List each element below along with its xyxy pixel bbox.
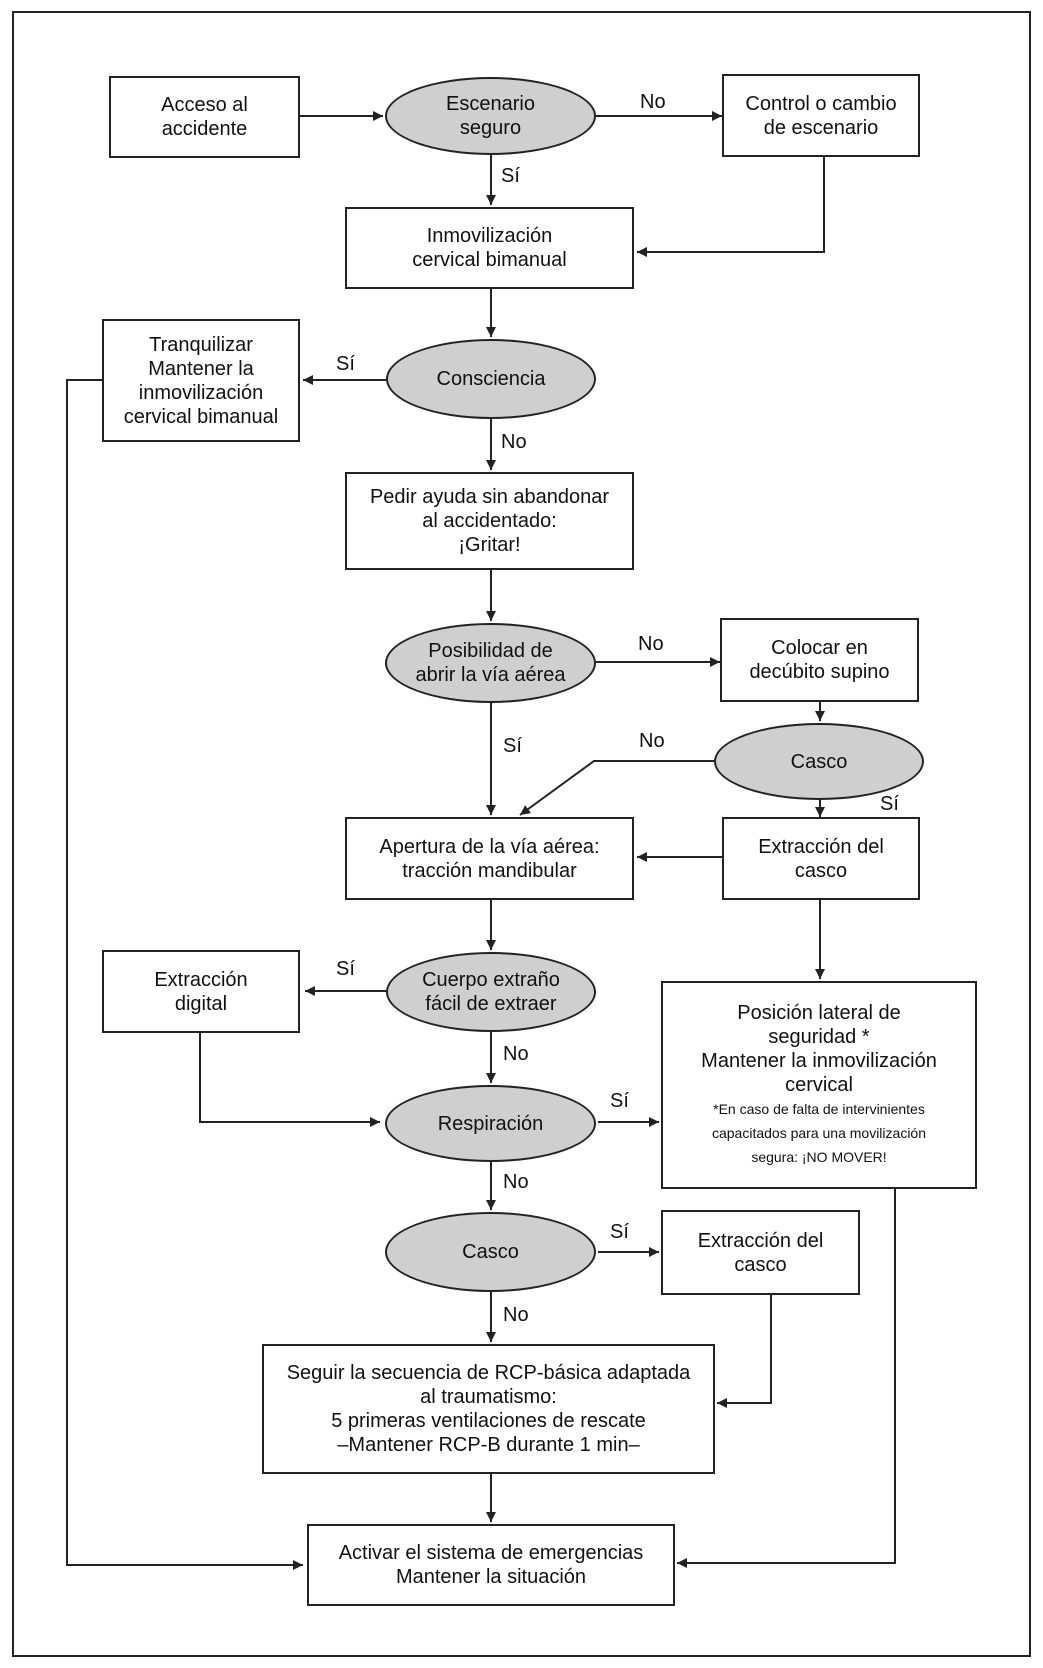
node-text-line: Pedir ayuda sin abandonar [369,486,610,508]
label-cuerpo-no: No [503,1043,529,1065]
node-seguir: Seguir la secuencia de RCP-básica adapta… [262,1344,715,1474]
arrow-digital-respiracion [199,1033,380,1127]
node-respiracion: Respiración [385,1085,596,1162]
label-casco2-no: No [503,1304,529,1326]
label-consciencia-si: Sí [336,353,355,375]
node-text-line: seguro [459,117,522,139]
node-text-line: Tranquilizar [149,333,253,356]
node-text-line: digital [174,992,228,1015]
node-note-line: capacitados para una movilización [711,1125,926,1141]
node-text-line: Colocar en [771,637,868,659]
label-escenario-si: Sí [501,165,520,187]
node-text-line: al traumatismo: [420,1386,557,1408]
label-escenario-no: No [640,91,666,113]
node-text-line: Inmovilización [426,225,553,247]
node-text-line: Consciencia [436,368,546,390]
node-text-line: inmovilización [138,381,264,404]
label-posibilidad-si: Sí [503,735,522,757]
node-text-line: Activar el sistema de emergencias [338,1542,644,1564]
node-text-line: Casco [462,1241,519,1263]
node-text-line: Extracción [154,968,248,991]
node-note-line: *En caso de falta de intervinientes [713,1101,925,1117]
node-text-line: Extracción del [697,1229,824,1252]
node-consciencia: Consciencia [386,339,596,419]
label-cuerpo-si: Sí [336,958,355,980]
node-text-line: Seguir la secuencia de RCP-básica adapta… [286,1362,691,1384]
node-text-line: cervical bimanual [123,405,279,428]
node-note-line: segura: ¡NO MOVER! [751,1149,887,1165]
label-consciencia-no: No [501,431,527,453]
node-text-line: cervical [785,1074,853,1096]
node-text-line: Mantener la inmovilización [701,1050,937,1072]
arrow-posicion-activar [677,1189,896,1568]
node-text-line: fácil de extraer [425,993,557,1015]
node-text-line: Mantener la [148,357,254,380]
node-text-line: tracción mandibular [402,859,577,882]
node-text-line: Posición lateral de [737,1002,901,1024]
node-apertura: Apertura de la vía aérea:tracción mandib… [345,817,634,900]
node-text-line: decúbito supino [749,661,890,683]
node-text-line: 5 primeras ventilaciones de rescate [331,1410,646,1432]
node-text-line: abrir la vía aérea [415,664,566,686]
node-casco2: Casco [385,1212,596,1292]
node-text-line: al accidentado: [422,510,557,532]
node-text-line: cervical bimanual [412,249,567,271]
node-text-line: Escenario [446,93,535,115]
label-casco1-si: Sí [880,793,899,815]
node-text-line: seguridad * [768,1026,870,1048]
node-text-line: Casco [790,750,848,773]
diagram-frame [12,11,1031,1657]
node-text-line: Cuerpo extraño [422,969,560,991]
node-text-line: casco [734,1253,787,1276]
node-casco1: Casco [714,723,924,800]
node-text-line: accidente [161,118,248,140]
node-text-line: ¡Gritar! [458,534,521,556]
node-text-line: Apertura de la vía aérea: [379,835,600,858]
label-respiracion-no: No [503,1171,529,1193]
node-text-line: de escenario [763,116,879,139]
label-posibilidad-no: No [638,633,664,655]
arrow-control-inmovilizacion [637,157,825,257]
node-text-line: Extracción del [758,835,884,858]
label-respiracion-si: Sí [610,1090,629,1112]
arrow-tranquilizar-activar [66,379,303,1570]
arrow-extraccion2-seguir [717,1295,772,1408]
label-casco2-si: Sí [610,1221,629,1243]
node-text-line: Mantener la situación [395,1566,587,1588]
node-text-line: Respiración [437,1112,544,1135]
node-text-line: Acceso al [161,94,248,116]
node-text-line: Posibilidad de [428,640,553,662]
node-text-line: Control o cambio [745,92,897,115]
arrow-casco1-apertura [519,760,714,816]
node-text-line: casco [794,859,848,882]
node-text-line: –Mantener RCP-B durante 1 min– [337,1434,640,1456]
label-casco1-no: No [639,730,665,752]
